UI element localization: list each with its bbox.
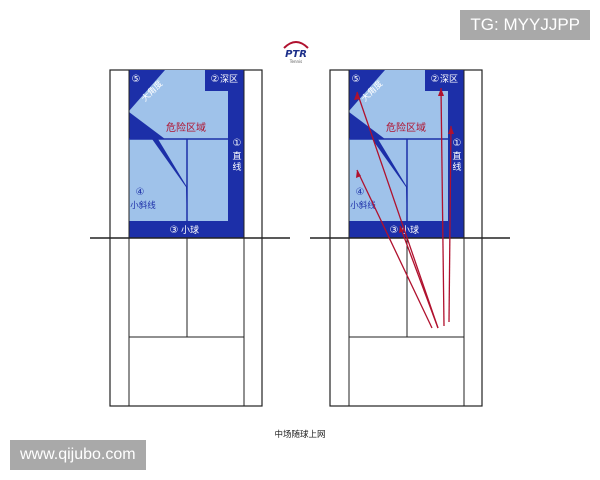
zone-diag-num: ④ xyxy=(356,187,365,198)
zone-angle-num: ⑤ xyxy=(132,74,141,85)
logo-subtext: Tennis xyxy=(289,59,303,64)
arrowhead-icon xyxy=(354,92,360,100)
small-diagonal-zone xyxy=(129,139,187,221)
shot-line-deep xyxy=(440,87,445,327)
ptr-logo: PTR Tennis xyxy=(283,41,309,64)
zone-deep-label: 深区 xyxy=(440,74,458,85)
zone-diag-label: 小斜线 xyxy=(130,200,156,211)
shot-line-short xyxy=(399,225,439,329)
watermark-tg: TG: MYYJJPP xyxy=(460,10,590,40)
zone-line-label-2: 线 xyxy=(232,161,241,173)
zone-diag-label: 小斜线 xyxy=(350,200,376,211)
service-box-light xyxy=(378,139,448,221)
service-box-light xyxy=(158,139,228,221)
watermark-url: www.qijubo.com xyxy=(10,440,146,470)
zone-line-num: ① xyxy=(233,138,242,149)
zone-line-label-2: 线 xyxy=(452,161,461,173)
big-angle-zone xyxy=(349,70,448,139)
shot-line-diagonal xyxy=(356,169,433,329)
zone-deep-label: 深区 xyxy=(220,74,238,85)
zone-line-num: ① xyxy=(453,138,462,149)
danger-label: 危险区域 xyxy=(166,121,206,134)
zone-short-label: 小球 xyxy=(181,224,199,236)
shot-trajectories xyxy=(356,87,452,329)
zone-short-num: ③ xyxy=(390,225,399,236)
zone-short-num: ③ xyxy=(170,225,179,236)
shot-line-angle xyxy=(356,91,439,329)
arrowhead-icon xyxy=(438,88,444,96)
zone-line-label-1: 直 xyxy=(232,150,241,162)
arrowhead-icon xyxy=(448,126,454,134)
logo-text: PTR xyxy=(285,49,307,60)
logo-arc-icon xyxy=(283,41,309,49)
zone-deep-num: ② xyxy=(211,74,220,85)
arrowhead-icon xyxy=(356,170,361,178)
zone-angle-num: ⑤ xyxy=(352,74,361,85)
zone-line-label-1: 直 xyxy=(452,150,461,162)
right-court: ② 深区 ① 直 线 ③ 小球 ⑤ 大角度 ④ 小斜线 危险区域 xyxy=(310,69,510,407)
zone-deep-num: ② xyxy=(431,74,440,85)
left-court: ② 深区 ① 直 线 ③ 小球 ⑤ 大角度 ④ 小斜线 危险区域 xyxy=(90,69,290,407)
shot-line-straight xyxy=(448,125,452,323)
big-angle-zone xyxy=(129,70,228,139)
shot-arrowheads xyxy=(354,88,454,233)
zone-diag-num: ④ xyxy=(136,187,145,198)
small-diagonal-zone xyxy=(349,139,407,221)
caption: 中场随球上网 xyxy=(274,429,325,440)
danger-label: 危险区域 xyxy=(386,121,426,134)
arrowhead-icon xyxy=(399,226,404,233)
